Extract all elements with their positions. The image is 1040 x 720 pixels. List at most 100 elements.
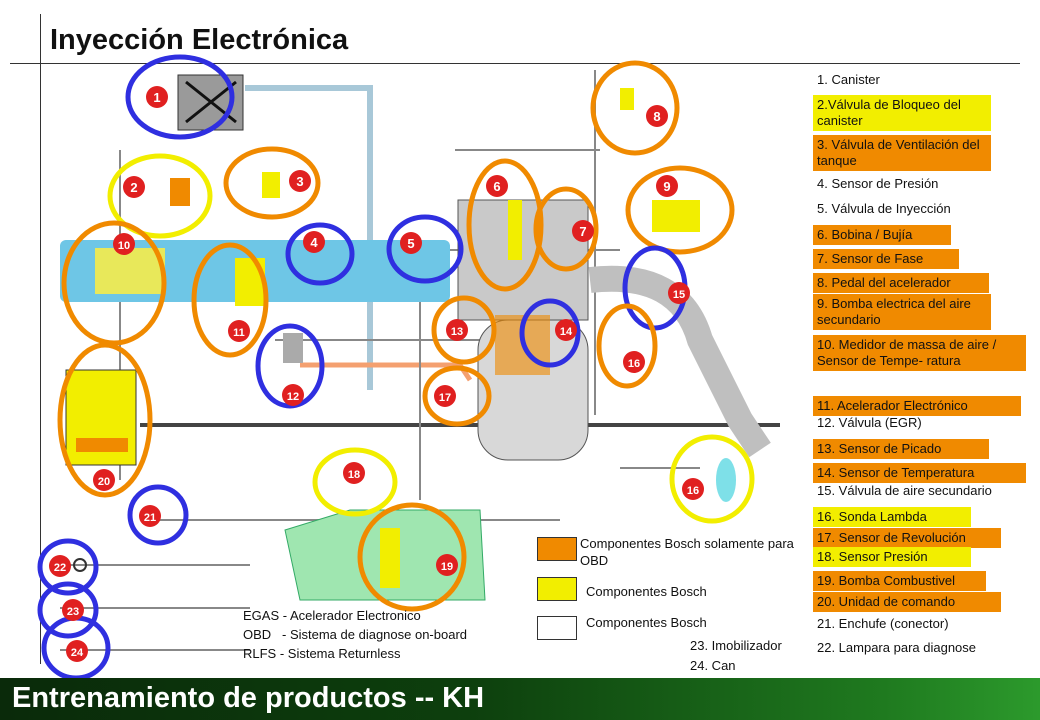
air-pump-part <box>652 200 700 232</box>
component-item-10: 10. Medidor de massa de aire / Sensor de… <box>813 335 1026 371</box>
component-item-9: 9. Bomba electrica del aire secundario <box>813 294 991 330</box>
svg-text:14: 14 <box>560 326 573 338</box>
svg-text:18: 18 <box>348 469 360 481</box>
component-item-8: 8. Pedal del acelerador <box>813 273 989 293</box>
svg-text:22: 22 <box>54 562 66 574</box>
component-item-6: 6. Bobina / Bujía <box>813 225 951 245</box>
valve-2-part <box>170 178 190 206</box>
svg-text:20: 20 <box>98 476 110 488</box>
pedal-part <box>620 88 634 110</box>
component-item-11: 11. Acelerador Electrónico <box>813 396 1021 416</box>
component-item-18: 18. Sensor Presión <box>813 547 971 567</box>
footer-bar: Entrenamiento de productos -- KH <box>0 678 1040 720</box>
badge-20: 20 <box>93 469 115 491</box>
component-item-5: 5. Válvula de Inyección <box>817 201 951 216</box>
rings <box>37 54 755 681</box>
coil-part <box>508 200 522 260</box>
component-item-21: 21. Enchufe (conector) <box>817 616 949 631</box>
svg-text:4: 4 <box>310 235 318 250</box>
component-item-2: 2.Válvula de Bloqueo del canister <box>813 95 991 131</box>
svg-text:5: 5 <box>407 236 414 251</box>
svg-text:8: 8 <box>653 109 660 124</box>
page-title: Inyección Electrónica <box>50 24 349 56</box>
badge-9: 9 <box>656 175 678 197</box>
component-item-3: 3. Válvula de Ventilación del tanque <box>813 135 991 171</box>
badge-21: 21 <box>139 505 161 527</box>
svg-text:17: 17 <box>439 392 451 404</box>
badge-18: 18 <box>343 462 365 484</box>
abbr-obd: OBD - Sistema de diagnose on-board <box>243 627 468 642</box>
badge-24: 24 <box>66 640 88 662</box>
svg-text:16: 16 <box>687 485 699 497</box>
component-item-7: 7. Sensor de Fase <box>813 249 959 269</box>
vertical-rule <box>40 14 41 664</box>
footer-title: Entrenamiento de productos -- KH <box>12 682 485 714</box>
abbr-egas: EGAS - Acelerador Electronico <box>243 608 421 623</box>
badge-16: 16 <box>682 478 704 500</box>
badge-16: 16 <box>623 351 645 373</box>
svg-text:11: 11 <box>233 327 245 339</box>
component-item-12: 12. Válvula (EGR) <box>817 415 922 430</box>
badge-3: 3 <box>289 170 311 192</box>
control-unit-stripe <box>76 438 128 452</box>
key-yellow-swatch <box>537 577 577 601</box>
badge-10: 10 <box>113 233 135 255</box>
key-yellow-label: Componentes Bosch <box>586 584 707 599</box>
fuel-pump-part <box>380 528 400 588</box>
component-item-1: 1. Canister <box>817 72 880 87</box>
badge-23: 23 <box>62 599 84 621</box>
item-24: 24. Can <box>690 658 736 673</box>
badge-6: 6 <box>486 175 508 197</box>
badge-4: 4 <box>303 231 325 253</box>
svg-text:21: 21 <box>144 512 156 524</box>
item-23: 23. Imobilizador <box>690 638 782 653</box>
component-item-17: 17. Sensor de Revolución <box>813 528 1001 548</box>
badge-8: 8 <box>646 105 668 127</box>
svg-text:9: 9 <box>663 179 670 194</box>
component-item-13: 13. Sensor de Picado <box>813 439 989 459</box>
badge-11: 11 <box>228 320 250 342</box>
svg-text:10: 10 <box>118 240 130 252</box>
badge-1: 1 <box>146 86 168 108</box>
egr-part <box>283 333 303 363</box>
air-mass-meter <box>95 248 165 294</box>
component-item-15: 15. Válvula de aire secundario <box>817 483 992 498</box>
badge-14: 14 <box>555 319 577 341</box>
component-item-22: 22. Lampara para diagnose <box>817 640 977 655</box>
badge-7: 7 <box>572 220 594 242</box>
badge-13: 13 <box>446 319 468 341</box>
badge-5: 5 <box>400 232 422 254</box>
key-white-swatch <box>537 616 577 640</box>
svg-text:15: 15 <box>673 289 685 301</box>
component-item-20: 20. Unidad de comando <box>813 592 1001 612</box>
svg-text:2: 2 <box>130 180 137 195</box>
component-item-16: 16. Sonda Lambda <box>813 507 971 527</box>
component-item-4: 4. Sensor de Presión <box>817 176 939 191</box>
badge-19: 19 <box>436 554 458 576</box>
svg-text:3: 3 <box>296 174 303 189</box>
svg-text:7: 7 <box>579 224 586 239</box>
key-white-label: Componentes Bosch <box>586 615 707 630</box>
svg-text:24: 24 <box>71 647 84 659</box>
svg-text:13: 13 <box>451 326 463 338</box>
svg-text:16: 16 <box>628 358 640 370</box>
valve-3-part <box>262 172 280 198</box>
abbr-rlfs: RLFS - Sistema Returnless <box>243 646 401 661</box>
key-orange-swatch <box>537 537 577 561</box>
lambda-part <box>716 458 736 502</box>
key-orange-label: Componentes Bosch solamente para OBD <box>580 536 794 568</box>
badge-17: 17 <box>434 385 456 407</box>
badge-12: 12 <box>282 384 304 406</box>
lamp-icon <box>73 558 87 572</box>
component-item-14: 14. Sensor de Temperatura <box>813 463 1026 483</box>
badge-15: 15 <box>668 282 690 304</box>
badge-22: 22 <box>49 555 71 577</box>
badge-2: 2 <box>123 176 145 198</box>
svg-text:6: 6 <box>493 179 500 194</box>
svg-text:12: 12 <box>287 391 299 403</box>
svg-text:23: 23 <box>67 606 79 618</box>
svg-text:1: 1 <box>153 90 160 105</box>
component-item-19: 19. Bomba Combustivel <box>813 571 986 591</box>
